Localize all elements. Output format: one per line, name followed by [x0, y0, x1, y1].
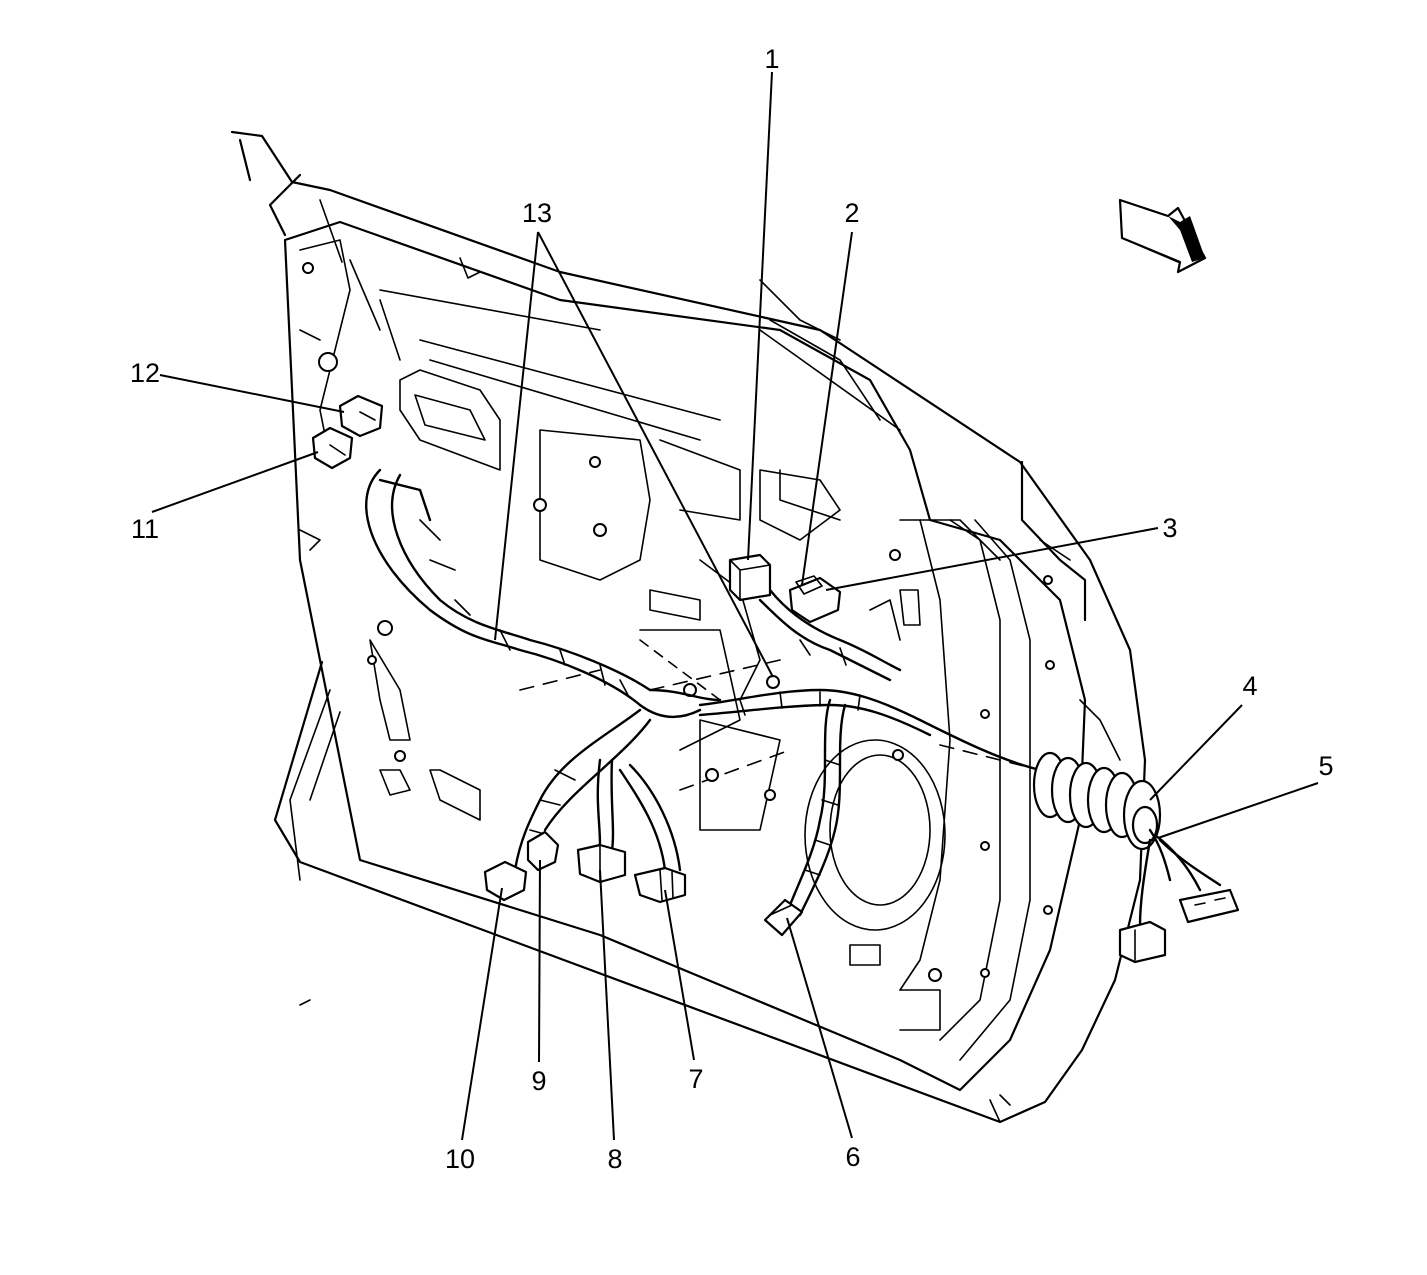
callout-9: 9 — [531, 1066, 546, 1096]
callout-5: 5 — [1318, 751, 1333, 781]
callout-6: 6 — [845, 1142, 860, 1172]
callout-1: 1 — [764, 44, 779, 74]
leader-lines — [151, 71, 1319, 1141]
callout-3: 3 — [1162, 513, 1177, 543]
callout-7: 7 — [688, 1064, 703, 1094]
connector-1 — [728, 553, 772, 602]
callout-2: 2 — [844, 198, 859, 228]
inner-door-panel — [283, 220, 1087, 1092]
callout-12: 12 — [130, 358, 160, 388]
connector-10 — [483, 860, 528, 902]
callout-10: 10 — [445, 1144, 475, 1174]
connector-11 — [311, 426, 354, 470]
callout-13: 13 — [522, 198, 552, 228]
connector-9 — [526, 830, 560, 872]
connector-5-b — [1178, 888, 1240, 924]
callout-4: 4 — [1242, 671, 1257, 701]
front-direction-arrow-icon — [1118, 198, 1207, 274]
connector-12 — [338, 394, 384, 438]
connector-5-a — [1118, 920, 1167, 964]
connector-7 — [633, 866, 687, 904]
callout-8: 8 — [607, 1144, 622, 1174]
connector-6 — [763, 898, 804, 937]
wiring-harness — [365, 468, 1042, 917]
connector-8 — [576, 843, 627, 884]
door-frame — [230, 130, 1147, 1124]
callout-11: 11 — [131, 514, 159, 544]
callout-labels: 1 2 3 4 5 6 7 8 9 10 11 12 13 — [130, 44, 1334, 1174]
